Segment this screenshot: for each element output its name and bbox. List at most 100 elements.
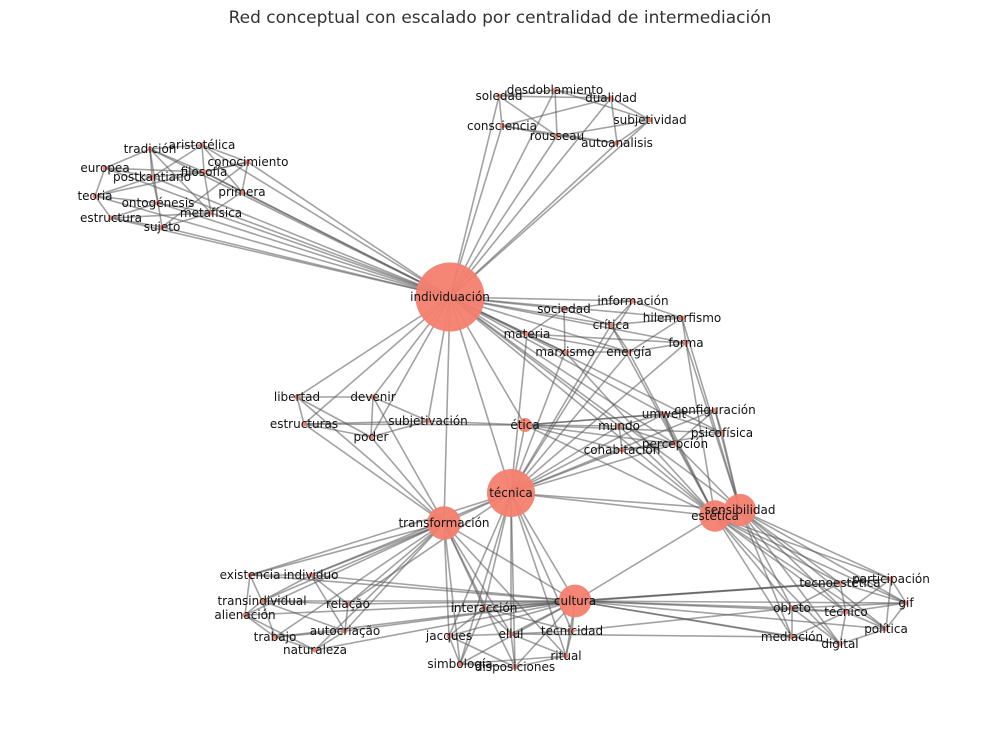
node-label-politica: política [864, 622, 908, 636]
edge-tecnoestetica-tecnico [839, 582, 847, 613]
edge-materia-energia [526, 333, 630, 353]
node-layer [92, 87, 909, 670]
node-transformacion[interactable] [427, 506, 461, 540]
node-tecnoestetica[interactable] [837, 580, 843, 586]
node-sujeto[interactable] [159, 224, 165, 230]
node-desdoblamiento[interactable] [552, 87, 558, 93]
node-participacion[interactable] [888, 576, 894, 582]
edge-conocimiento-sujeto [161, 161, 249, 228]
edge-jacques-disposiciones [448, 635, 516, 668]
node-libertad[interactable] [294, 394, 300, 400]
node-subjetivacion[interactable] [425, 418, 431, 424]
node-autoanalisis[interactable] [614, 140, 620, 146]
node-simbologia[interactable] [457, 661, 463, 667]
node-alienacion[interactable] [242, 612, 248, 618]
node-label-percepcion: percepción [642, 437, 708, 451]
edge-devenir-poder [370, 396, 374, 438]
node-europea[interactable] [102, 165, 108, 171]
node-tecnicidad[interactable] [569, 628, 575, 634]
node-dualidad[interactable] [608, 95, 614, 101]
node-jacques[interactable] [446, 633, 452, 639]
edge-ontogenesis-metafisica [157, 202, 212, 214]
edge-devenir-subjetivacion [372, 396, 429, 422]
node-devenir[interactable] [370, 394, 376, 400]
node-label-poder: poder [354, 430, 389, 444]
node-digital[interactable] [837, 641, 843, 647]
node-configuracion[interactable] [712, 407, 718, 413]
node-label-umwelt: umwelt [642, 407, 687, 421]
edge-configuracion-sensibilidad [714, 409, 741, 511]
node-sociedad[interactable] [561, 306, 567, 312]
node-disposiciones[interactable] [512, 664, 518, 670]
node-sensibilidad[interactable] [723, 493, 757, 527]
node-forma[interactable] [683, 340, 689, 346]
node-politica[interactable] [883, 626, 889, 632]
edge-europea-postkantiano [104, 167, 153, 178]
node-critica[interactable] [608, 322, 614, 328]
node-cohabitacion[interactable] [619, 447, 625, 453]
node-label-subjetividad: subjetividad [613, 113, 686, 127]
node-tecnico[interactable] [843, 609, 849, 615]
edge-individuo-cultura [310, 574, 576, 602]
node-etica[interactable] [518, 418, 532, 432]
node-ontogenesis[interactable] [155, 200, 161, 206]
node-soledad[interactable] [496, 93, 502, 99]
node-poder[interactable] [368, 434, 374, 440]
edge-cultura-tecnico [574, 600, 847, 613]
edge-postkantiano-teoria [94, 176, 153, 197]
edge-individuacion-umwelt [449, 296, 665, 415]
node-filosofia[interactable] [201, 169, 207, 175]
node-informacion[interactable] [630, 298, 636, 304]
node-energia[interactable] [626, 349, 632, 355]
node-teoria[interactable] [92, 193, 98, 199]
node-individuo[interactable] [308, 572, 314, 578]
edge-transindividual-trabajo [261, 600, 276, 638]
node-cultura[interactable] [558, 584, 592, 618]
node-transindividual[interactable] [259, 598, 265, 604]
node-label-energia: energía [606, 345, 651, 359]
node-subjetividad[interactable] [647, 117, 653, 123]
edge-hilemorfismo-energia [628, 317, 683, 353]
node-label-materia: materia [504, 327, 551, 341]
edge-transformacion-alienacion [244, 522, 445, 616]
node-individuacion[interactable] [415, 262, 485, 332]
edge-individuacion-desdoblamiento [449, 89, 556, 298]
node-label-primera: primera [218, 185, 265, 199]
node-trabajo[interactable] [272, 634, 278, 640]
node-estetica[interactable] [699, 500, 731, 532]
node-psicofisica[interactable] [719, 430, 725, 436]
node-hilemorfismo[interactable] [679, 315, 685, 321]
node-label-postkantiano: postkantiano [113, 170, 191, 184]
node-estructura[interactable] [108, 215, 114, 221]
node-ellul[interactable] [508, 631, 514, 637]
node-rousseau[interactable] [554, 133, 560, 139]
node-materia[interactable] [524, 331, 530, 337]
node-label-gif: gif [898, 596, 914, 610]
node-mundo[interactable] [616, 423, 622, 429]
node-consciencia[interactable] [499, 123, 505, 129]
edge-rousseau-autoanalisis [556, 135, 618, 144]
node-aristotelica[interactable] [199, 142, 205, 148]
node-estructuras[interactable] [301, 421, 307, 427]
edge-individuacion-subjetividad [449, 119, 651, 298]
node-ritual[interactable] [563, 653, 569, 659]
node-tecnica[interactable] [487, 469, 535, 517]
node-metafisica[interactable] [208, 210, 214, 216]
node-marxismo[interactable] [562, 349, 568, 355]
node-percepcion[interactable] [672, 441, 678, 447]
node-postkantiano[interactable] [149, 174, 155, 180]
node-autocriacao[interactable] [342, 628, 348, 634]
node-mediacion[interactable] [789, 634, 795, 640]
node-naturaleza[interactable] [312, 647, 318, 653]
node-primera[interactable] [239, 189, 245, 195]
node-interaccion[interactable] [481, 605, 487, 611]
node-objeto[interactable] [789, 605, 795, 611]
node-label-consciencia: consciencia [467, 119, 537, 133]
node-gif[interactable] [903, 600, 909, 606]
node-tradicion[interactable] [147, 146, 153, 152]
node-label-sujeto: sujeto [144, 220, 181, 234]
node-umwelt[interactable] [661, 411, 667, 417]
node-conocimiento[interactable] [245, 159, 251, 165]
node-existencia[interactable] [247, 572, 253, 578]
node-relacao[interactable] [345, 601, 351, 607]
